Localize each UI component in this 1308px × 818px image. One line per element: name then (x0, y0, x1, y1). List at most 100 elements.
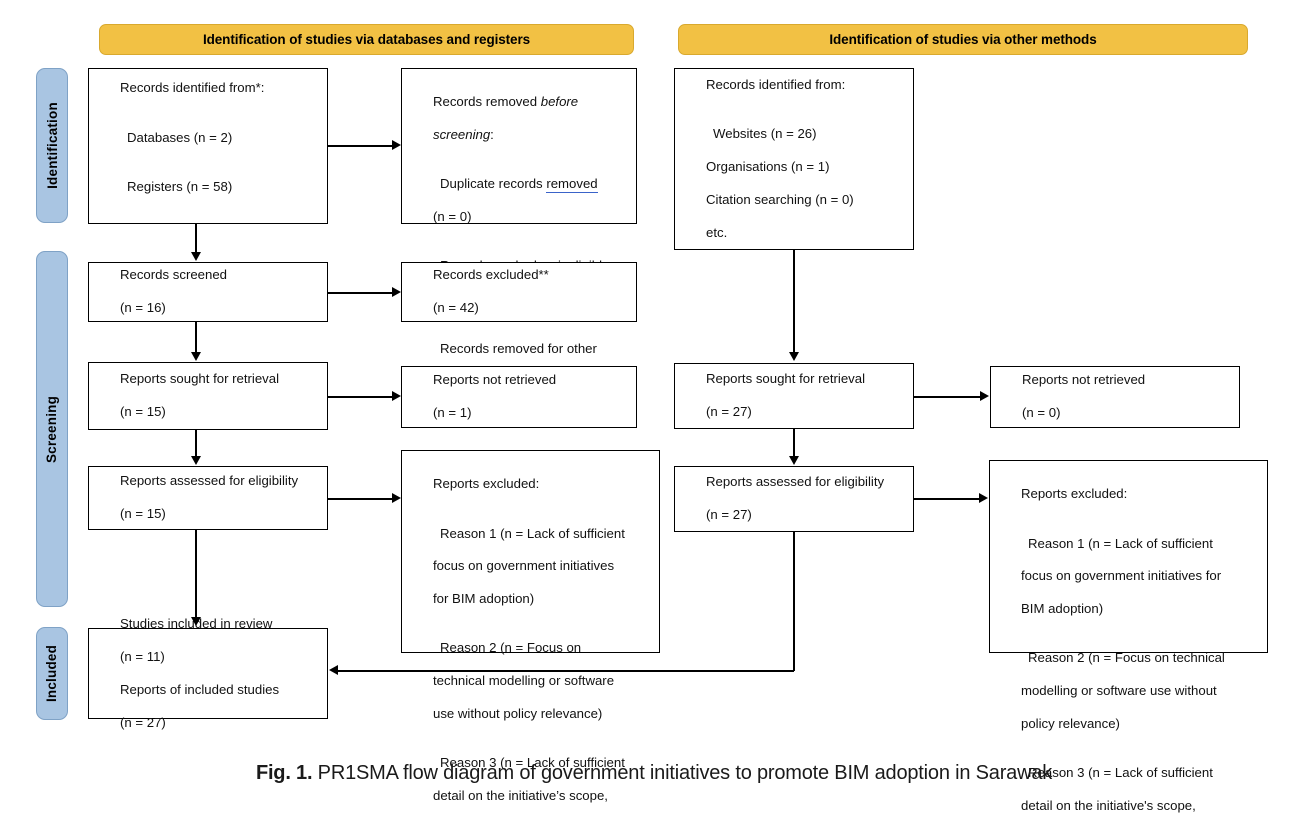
records-screened-line2: (n = 16) (119, 300, 166, 316)
stage-label-identification: Identification (44, 102, 60, 189)
connector-screened-to-sought-left (195, 322, 197, 353)
records-removed-line2a: screening (432, 127, 491, 143)
arrowhead-sought-to-assessed-left (191, 456, 201, 465)
records-removed-line1b: before (540, 94, 579, 110)
records-screened-line1: Records screened (119, 267, 228, 283)
reports-not-retrieved-right-line2: (n = 0) (1021, 405, 1061, 421)
arrowhead-screened-to-excluded (392, 287, 401, 297)
records-removed-line4: (n = 0) (432, 209, 472, 225)
arrowhead-assessed-to-excluded-left (392, 493, 401, 503)
connector-sought-to-notretrieved-right (914, 396, 981, 398)
stage-label-screening: Screening (44, 395, 60, 463)
reports-sought-left-line2: (n = 15) (119, 404, 166, 420)
connector-right-to-included-horizontal (338, 670, 794, 672)
connector-assessed-to-excluded-left (328, 498, 392, 500)
connector-sought-to-assessed-right (793, 429, 795, 458)
reports-excluded-left-line8: Reason 3 (n = Lack of sufficient (440, 755, 625, 771)
node-reports-excluded-right: Reports excluded: Reason 1 (n = Lack of … (989, 460, 1268, 813)
reports-not-retrieved-left-line2: (n = 1) (432, 405, 472, 421)
node-reports-assessed-left: Reports assessed for eligibility (n = 15… (88, 466, 328, 530)
records-removed-line3b-spellchecked: removed (546, 176, 598, 194)
node-records-identified: Records identified from*: Databases (n =… (88, 68, 328, 224)
node-studies-included: Studies included in review (n = 11) Repo… (88, 616, 328, 730)
reports-assessed-right-line2: (n = 27) (705, 507, 752, 523)
connector-sought-to-assessed-left (195, 430, 197, 458)
arrowhead-identified-to-screened (191, 252, 201, 261)
records-identified-other-line1: Records identified from: (705, 76, 846, 92)
reports-excluded-right-line9: detail on the initiative's scope, (1020, 798, 1196, 814)
connector-assessed-right-down (793, 532, 795, 671)
node-reports-sought-left: Reports sought for retrieval (n = 15) (88, 362, 328, 430)
connector-assessed-to-included (195, 530, 197, 618)
arrowhead-sought-to-assessed-right (789, 456, 799, 465)
stage-pill-screening: Screening (36, 251, 68, 607)
reports-sought-right-line2: (n = 27) (705, 404, 752, 420)
node-records-removed: Records removed before screening: Duplic… (401, 68, 637, 388)
node-reports-assessed-right: Reports assessed for eligibility (n = 27… (674, 466, 914, 532)
stage-pill-identification: Identification (36, 68, 68, 223)
reports-excluded-left-line6: technical modelling or software (432, 673, 615, 689)
connector-identifiedother-to-sought-right (793, 250, 795, 354)
connector-sought-to-notretrieved-left (328, 396, 392, 398)
records-identified-line2: Databases (n = 2) (127, 129, 233, 145)
node-records-identified-other: Records identified from: Websites (n = 2… (674, 68, 914, 250)
reports-excluded-left-line9: detail on the initiative’s scope, (432, 788, 608, 804)
reports-excluded-left-line2: Reason 1 (n = Lack of sufficient (440, 525, 625, 541)
reports-excluded-right-line1: Reports excluded: (1020, 486, 1128, 502)
reports-sought-right-line1: Reports sought for retrieval (705, 371, 866, 387)
reports-excluded-right-line2: Reason 1 (n = Lack of sufficient (1028, 535, 1213, 551)
reports-excluded-right-line8: Reason 3 (n = Lack of sufficient (1028, 765, 1213, 781)
column-header-databases: Identification of studies via databases … (99, 24, 634, 55)
records-identified-other-line2: Websites (n = 26) (713, 126, 817, 142)
reports-excluded-left-line4: for BIM adoption) (432, 591, 535, 607)
reports-excluded-left-line1: Reports excluded: (432, 476, 540, 492)
reports-not-retrieved-right-line1: Reports not retrieved (1021, 372, 1146, 388)
reports-excluded-right-line6: modelling or software use without (1020, 683, 1217, 699)
records-removed-line2b: : (490, 127, 494, 143)
arrowhead-assessed-to-included (191, 617, 201, 626)
node-reports-excluded-left: Reports excluded: Reason 1 (n = Lack of … (401, 450, 660, 803)
records-identified-other-line3: Organisations (n = 1) (705, 159, 830, 174)
connector-identified-to-removed (328, 145, 392, 147)
arrowhead-screened-to-sought-left (191, 352, 201, 361)
arrowhead-assessed-to-excluded-right (979, 493, 988, 503)
reports-assessed-left-line2: (n = 15) (119, 506, 166, 522)
connector-screened-to-excluded (328, 292, 392, 294)
arrowhead-identifiedother-to-sought-right (789, 352, 799, 361)
records-removed-line3a: Duplicate records (440, 176, 547, 192)
reports-assessed-left-line1: Reports assessed for eligibility (119, 473, 299, 489)
reports-sought-left-line1: Reports sought for retrieval (119, 371, 280, 387)
connector-assessed-to-excluded-right (914, 498, 980, 500)
reports-excluded-left-line7: use without policy relevance) (432, 706, 603, 722)
records-removed-line1a: Records removed (432, 94, 541, 110)
node-records-screened: Records screened (n = 16) (88, 262, 328, 322)
stage-label-included: Included (44, 644, 60, 703)
reports-excluded-right-line5: Reason 2 (n = Focus on technical (1028, 650, 1225, 666)
records-identified-line1: Records identified from*: (119, 80, 265, 96)
column-header-other-methods: Identification of studies via other meth… (678, 24, 1248, 55)
studies-included-line3: Reports of included studies (119, 681, 280, 697)
figure-caption: Fig. 1. PR1SMA flow diagram of governmen… (0, 762, 1308, 785)
reports-not-retrieved-left-line1: Reports not retrieved (432, 372, 557, 388)
reports-excluded-right-line3: focus on government initiatives for (1020, 568, 1222, 584)
records-excluded-line1: Records excluded** (432, 267, 549, 283)
node-reports-sought-right: Reports sought for retrieval (n = 27) (674, 363, 914, 429)
studies-included-line2: (n = 11) (119, 648, 165, 664)
studies-included-line1: Studies included in review (119, 616, 273, 632)
studies-included-line4: (n = 27) (119, 714, 166, 730)
records-removed-line7: Records removed for other (440, 340, 597, 356)
stage-pill-included: Included (36, 627, 68, 720)
arrowhead-sought-to-notretrieved-right (980, 391, 989, 401)
figure-caption-label: Fig. 1. (255, 762, 313, 784)
records-excluded-line2: (n = 42) (432, 300, 479, 316)
reports-excluded-right-line7: policy relevance) (1020, 716, 1120, 732)
records-identified-other-line5: etc. (705, 224, 728, 240)
node-reports-not-retrieved-left: Reports not retrieved (n = 1) (401, 366, 637, 428)
arrowhead-right-to-included (329, 665, 338, 675)
records-identified-line3: Registers (n = 58) (127, 178, 233, 194)
figure-caption-text: PR1SMA flow diagram of government initia… (312, 762, 1053, 784)
reports-assessed-right-line1: Reports assessed for eligibility (705, 474, 885, 490)
arrowhead-sought-to-notretrieved-left (392, 391, 401, 401)
reports-excluded-right-line4: BIM adoption) (1020, 601, 1104, 617)
reports-excluded-left-line5: Reason 2 (n = Focus on (440, 640, 582, 656)
